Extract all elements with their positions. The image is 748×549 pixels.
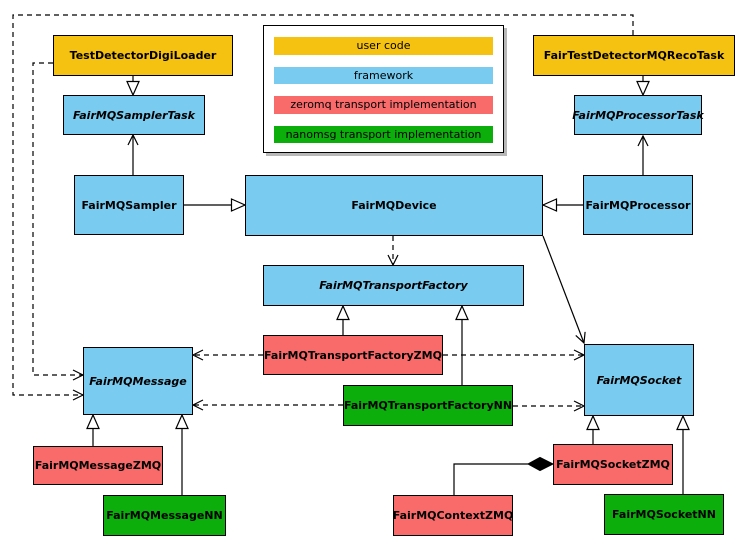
node-testdetectordigiloader: TestDetectorDigiLoader	[53, 35, 233, 76]
node-fairmqprocessor: FairMQProcessor	[583, 175, 693, 235]
edge-composition-contextzmq-socketzmq	[453, 463, 528, 495]
edge-dependency-digiloader-message	[32, 62, 85, 381]
legend-item-zeromq: zeromq transport implementation	[274, 96, 493, 114]
node-fairtestdetectormqrecotask: FairTestDetectorMQRecoTask	[533, 35, 735, 76]
node-fairmqtransportfactory: FairMQTransportFactory	[263, 265, 524, 306]
node-fairmqtransportfactoryzmq: FairMQTransportFactoryZMQ	[263, 335, 443, 375]
node-fairmqsocketzmq: FairMQSocketZMQ	[553, 444, 673, 485]
node-fairmqmessage: FairMQMessage	[83, 347, 193, 415]
node-fairmqsocketnn: FairMQSocketNN	[604, 494, 724, 535]
node-fairmqsamplertask: FairMQSamplerTask	[63, 95, 205, 135]
node-fairmqcontextzmq: FairMQContextZMQ	[393, 495, 513, 536]
legend-item-framework: framework	[274, 66, 493, 84]
node-fairmqdevice: FairMQDevice	[245, 175, 543, 236]
legend-box: user code framework zeromq transport imp…	[263, 25, 504, 153]
composition-diamond	[526, 456, 555, 472]
legend-item-user-code: user code	[274, 37, 493, 55]
node-fairmqprocessortask: FairMQProcessorTask	[572, 95, 704, 135]
node-fairmqtransportfactorynn: FairMQTransportFactoryNN	[343, 385, 513, 426]
node-fairmqsampler: FairMQSampler	[74, 175, 184, 235]
edge-association-device-socket	[542, 235, 586, 345]
node-fairmqmessagenn: FairMQMessageNN	[103, 495, 226, 536]
node-fairmqmessagezmq: FairMQMessageZMQ	[33, 446, 163, 485]
node-fairmqsocket: FairMQSocket	[584, 344, 694, 416]
legend-item-nanomsg: nanomsg transport implementation	[274, 125, 493, 143]
edge-dependency-recotask-message	[12, 14, 634, 401]
